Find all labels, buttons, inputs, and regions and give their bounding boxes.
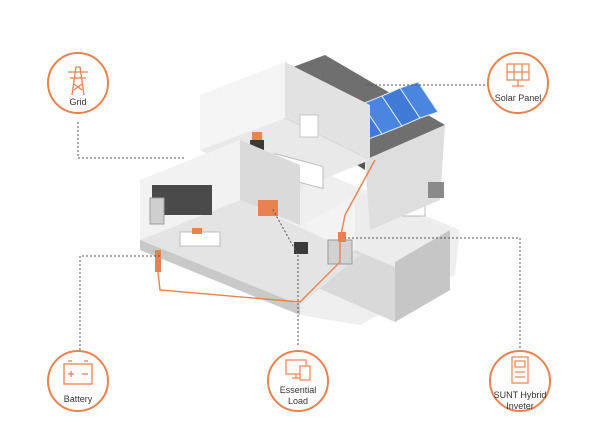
load-leader-line (271, 207, 299, 345)
power-wiring (157, 159, 376, 303)
battery-label: Battery (64, 394, 93, 404)
annex-side-wall (395, 230, 450, 322)
living-orange-fireplace (258, 200, 278, 216)
essential-load-icon (285, 359, 311, 381)
grid-node-ring (47, 52, 109, 114)
battery-node-ring (47, 350, 109, 412)
upper-orange-device (252, 132, 262, 140)
solar-node: Solar Panel (487, 52, 549, 114)
load-node: Essential Load (267, 350, 329, 412)
kitchen-orange-device (192, 228, 202, 234)
inverter-orange-box (338, 232, 346, 242)
inverter-leader-line (345, 237, 521, 348)
upper-left-wall (200, 62, 285, 150)
fridge (149, 197, 165, 225)
solar-label: Solar Panel (495, 93, 542, 103)
solar-panel-icon (506, 63, 530, 87)
grid-node: Grid (47, 52, 109, 114)
load-label-line2: Load (288, 396, 308, 406)
front-cut-wall (140, 240, 300, 315)
bedroom-window (299, 114, 319, 138)
living-cabinet (294, 242, 308, 254)
inverter-label-line2: Inveter (506, 401, 534, 411)
roof-gable (365, 125, 445, 230)
battery-node: Battery (47, 350, 109, 412)
load-node-ring (267, 350, 329, 412)
hybrid-inverter-icon (511, 356, 529, 384)
grid-leader-line (77, 122, 186, 159)
inverter-label-line1: SUNT Hybrid (494, 390, 547, 400)
solar-panel-4 (399, 81, 439, 119)
battery-leader-line (79, 255, 160, 350)
kitchen-counter (179, 231, 221, 247)
lower-right-wall (240, 140, 300, 225)
ac-unit (428, 182, 444, 198)
house-illustration (140, 55, 460, 325)
upper-right-wall (285, 62, 370, 160)
inverter-node-ring (489, 350, 551, 412)
inverter-node: SUNT Hybrid Inveter (489, 350, 551, 412)
load-label-line1: Essential (280, 385, 317, 395)
battery-unit (155, 250, 161, 272)
battery-icon (63, 360, 93, 385)
lower-floor (140, 200, 360, 305)
transmission-tower-icon (68, 66, 88, 96)
grid-label: Grid (69, 97, 86, 107)
leader-lines (77, 84, 521, 350)
